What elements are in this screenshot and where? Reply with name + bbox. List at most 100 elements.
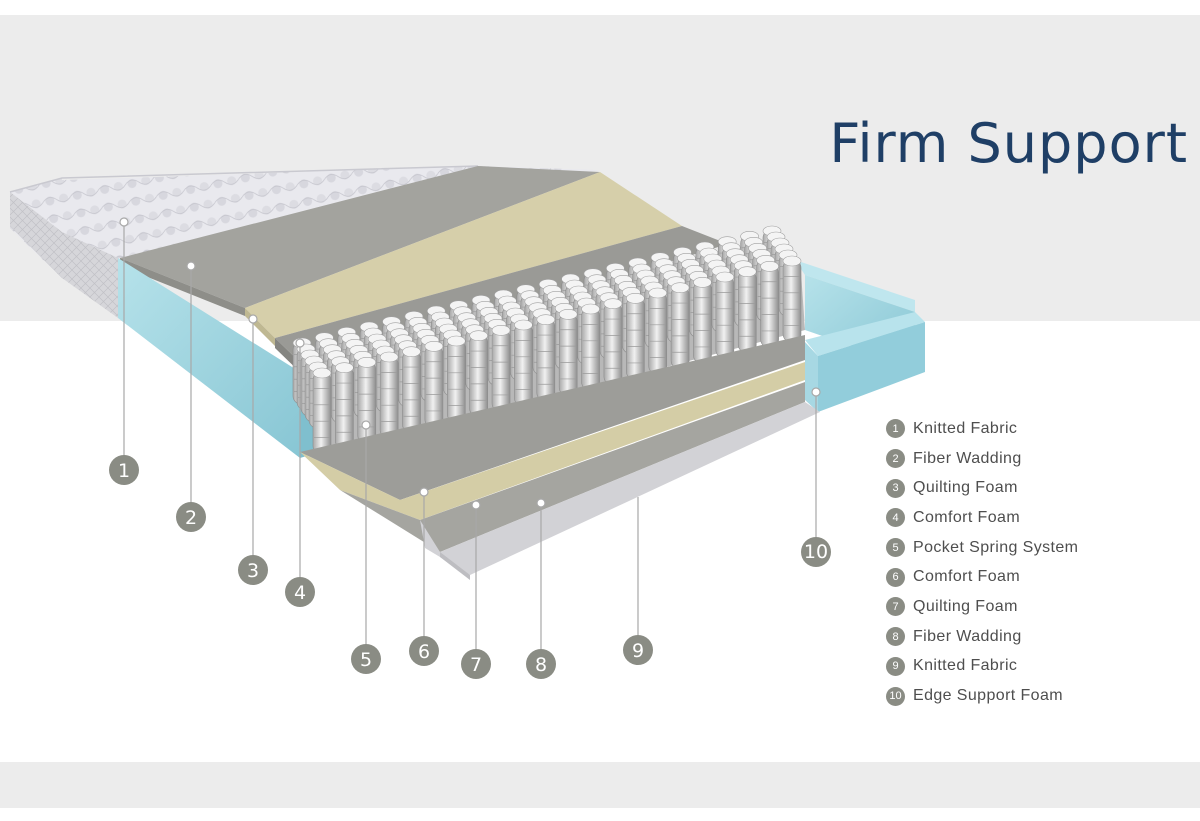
spring-coil	[558, 313, 578, 396]
spring-coil-top	[693, 277, 712, 288]
spring-coil-top	[514, 319, 533, 331]
legend-item: 2 Fiber Wadding	[886, 444, 1078, 474]
fiber-wadding-bottom	[340, 382, 805, 552]
spring-coil-top	[626, 293, 645, 304]
spring-coil	[581, 307, 600, 391]
legend-item: 10 Edge Support Foam	[886, 681, 1078, 711]
spring-coil	[446, 339, 466, 423]
spring-coil-top	[760, 261, 779, 272]
legend-number-badge: 3	[886, 478, 905, 498]
callout-3: 3	[238, 555, 268, 585]
spring-coil	[737, 270, 757, 353]
fiber-wadding-top	[120, 166, 600, 308]
callout-4: 4	[285, 577, 315, 607]
spring-coil-top	[469, 330, 488, 341]
legend-label: Knitted Fabric	[913, 657, 1018, 675]
callout-10: 10	[801, 537, 831, 567]
spring-coil	[693, 281, 712, 364]
callout-leader-lines	[119, 217, 821, 650]
spring-coil-top	[558, 309, 578, 320]
legend-label: Comfort Foam	[913, 568, 1021, 586]
spring-coil-top	[782, 255, 802, 267]
legend-label: Quilting Foam	[913, 597, 1018, 615]
spring-coil-top	[715, 271, 735, 283]
spring-coil	[357, 361, 377, 444]
callout-5-number: 5	[360, 649, 372, 671]
spring-coil-top	[581, 303, 600, 315]
legend-label: Fiber Wadding	[913, 449, 1022, 467]
callout-2: 2	[176, 502, 206, 532]
spring-coil	[670, 286, 690, 369]
legend-label: Quilting Foam	[913, 479, 1018, 497]
legend-item: 6 Comfort Foam	[886, 562, 1078, 592]
callout-10-number: 10	[804, 541, 828, 563]
callout-8: 8	[526, 649, 556, 679]
legend-label: Knitted Fabric	[913, 419, 1018, 437]
spring-coil-top	[424, 341, 444, 352]
legend-item: 7 Quilting Foam	[886, 592, 1078, 622]
spring-coil	[335, 366, 354, 449]
legend-number-badge: 7	[886, 597, 905, 617]
legend-number-badge: 5	[886, 538, 905, 558]
spring-coil	[603, 302, 623, 385]
spring-coil-top	[648, 287, 668, 299]
spring-coil	[760, 265, 779, 348]
spring-coil-top	[379, 351, 399, 363]
callout-5: 5	[351, 644, 381, 674]
spring-coil	[491, 329, 511, 412]
spring-coil	[782, 259, 802, 343]
legend-number-badge: 1	[886, 419, 905, 439]
spring-coil-top	[335, 362, 354, 373]
spring-coil	[424, 345, 444, 428]
spring-coil	[536, 318, 556, 401]
spring-coil-top	[357, 357, 377, 368]
callout-6: 6	[409, 636, 439, 666]
pocket-spring-system	[292, 225, 802, 455]
spring-coil-top	[491, 325, 511, 336]
bottom-background-band	[0, 762, 1200, 808]
legend-label: Edge Support Foam	[913, 687, 1063, 705]
spring-coil	[648, 291, 668, 375]
callout-4-number: 4	[294, 582, 306, 604]
legend-number-badge: 2	[886, 449, 905, 469]
spring-coil	[626, 297, 645, 380]
spring-coil	[379, 355, 399, 439]
comfort-foam-bottom	[300, 335, 805, 500]
legend-label: Fiber Wadding	[913, 627, 1022, 645]
legend-item: 3 Quilting Foam	[886, 473, 1078, 503]
spring-coil-top	[737, 266, 757, 277]
legend-item: 1 Knitted Fabric	[886, 414, 1078, 444]
legend-number-badge: 10	[886, 686, 905, 706]
legend-label: Comfort Foam	[913, 508, 1021, 526]
callout-7-number: 7	[470, 654, 482, 676]
callout-8-number: 8	[535, 654, 547, 676]
callout-1: 1	[109, 455, 139, 485]
spring-coil-top	[402, 346, 421, 357]
edge-support-foam	[118, 258, 925, 458]
legend-label: Pocket Spring System	[913, 538, 1079, 556]
quilting-foam-top	[245, 172, 682, 338]
spring-coil-top	[670, 282, 690, 293]
callout-6-number: 6	[418, 641, 430, 663]
callout-7: 7	[461, 649, 491, 679]
callout-9-number: 9	[632, 640, 644, 662]
spring-coil-top	[536, 314, 556, 325]
spring-coil	[469, 334, 488, 417]
callout-9: 9	[623, 635, 653, 665]
callout-badges: 1 2 3 4 5 6 7 8 9 10	[109, 455, 831, 679]
legend-number-badge: 6	[886, 567, 905, 587]
spring-coil	[402, 350, 421, 433]
spring-coil	[312, 371, 332, 455]
spring-coil-top	[446, 335, 466, 347]
legend-number-badge: 9	[886, 656, 905, 676]
spring-coil-top	[603, 298, 623, 309]
legend-item: 9 Knitted Fabric	[886, 652, 1078, 682]
spring-coil	[514, 323, 533, 407]
knitted-fabric-bottom	[420, 402, 820, 575]
knitted-fabric-bottom-edge	[440, 552, 470, 580]
legend-number-badge: 8	[886, 627, 905, 647]
legend-item: 8 Fiber Wadding	[886, 622, 1078, 652]
